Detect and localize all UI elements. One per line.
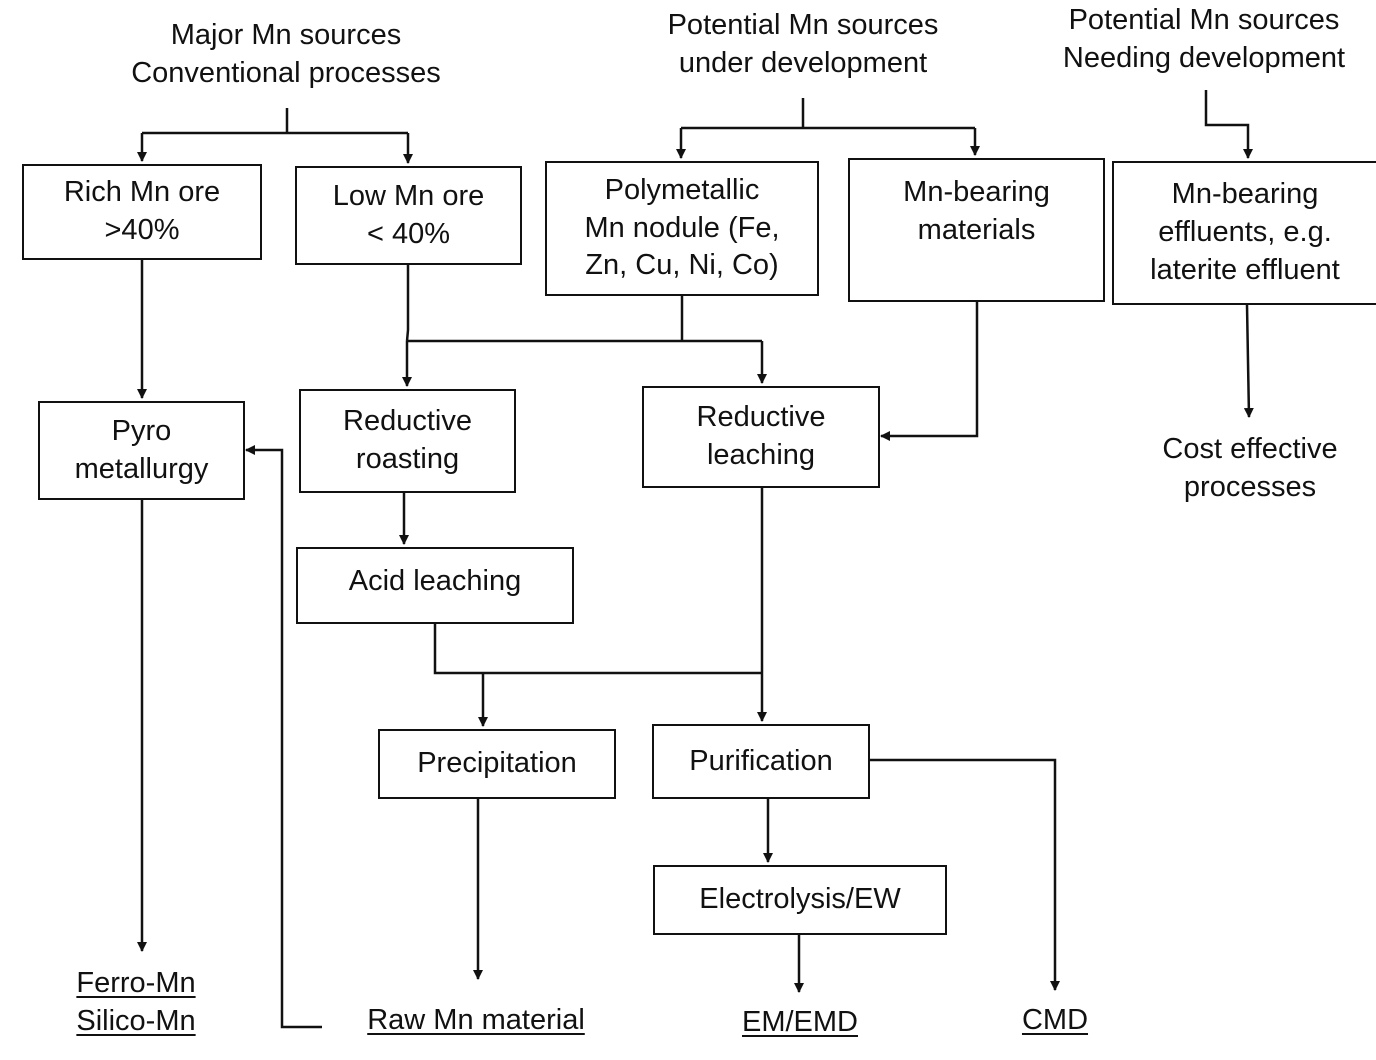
box-precipitation: Precipitation [378, 729, 616, 799]
arrow-materials-to-leaching [880, 302, 979, 441]
box-rich-mn-ore: Rich Mn ore >40% [22, 164, 262, 260]
line-dev-stem [681, 98, 975, 130]
box-reductive-leaching: Reductive leaching [642, 386, 880, 488]
box-reductive-roasting: Reductive roasting [299, 389, 516, 493]
output-raw-mn-material: Raw Mn material [367, 1004, 585, 1036]
arrow-raw-to-pyro [245, 445, 322, 1029]
box-acid-leaching: Acid leaching [296, 547, 574, 624]
box-low-mn-ore: Low Mn ore < 40% [295, 166, 522, 265]
box-polymetallic-nodule: Polymetallic Mn nodule (Fe, Zn, Cu, Ni, … [545, 161, 819, 296]
output-ferro-silico-mn: Ferro-Mn Silico-Mn [76, 967, 196, 1037]
line-low-ore-down [405, 265, 410, 342]
output-em-emd: EM/EMD [742, 1006, 858, 1038]
header-under-development: Potential Mn sources under development [667, 9, 939, 79]
header-major-sources: Major Mn sources Conventional processes [131, 19, 441, 89]
box-mn-bearing-effluents: Mn-bearing effluents, e.g. laterite effl… [1112, 161, 1376, 305]
arrow-purification-to-cmd [870, 758, 1060, 991]
arrow-to-effluents [1204, 90, 1253, 159]
line-major-stem [142, 108, 408, 135]
box-purification: Purification [652, 724, 870, 799]
box-electrolysis: Electrolysis/EW [653, 865, 947, 935]
header-needing-development: Potential Mn sources Needing development [1062, 4, 1346, 74]
line-acid-down [433, 624, 762, 675]
output-cost-effective-processes: Cost effective processes [1162, 433, 1338, 503]
output-cmd: CMD [1021, 1004, 1089, 1036]
box-mn-bearing-materials: Mn-bearing materials [848, 158, 1105, 302]
arrow-effluents-to-cost [1243, 304, 1254, 418]
box-pyro-metallurgy: Pyro metallurgy [38, 401, 245, 500]
